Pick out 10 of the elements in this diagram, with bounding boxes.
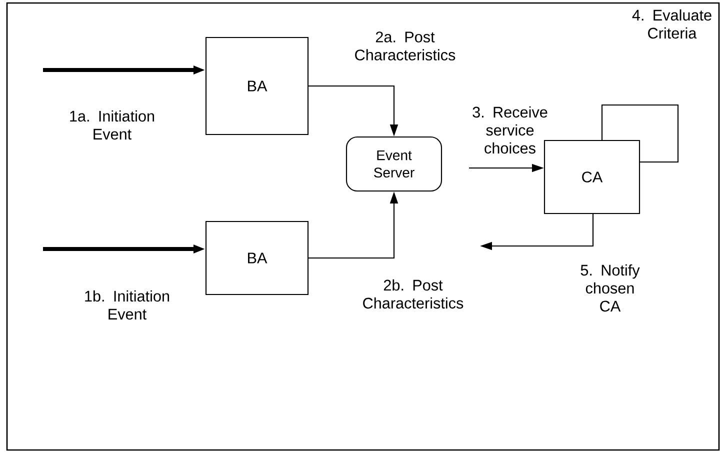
edge-label: 2a. Post Characteristics [355,32,456,60]
server-box: Event Server [346,136,442,192]
process-box: BA [205,220,309,296]
process-box: BA [205,36,309,136]
process-box: CA [544,140,640,214]
edge-label: 1b. Initiation Event [85,290,170,320]
edge-label: 2b. Post Characteristics [363,279,464,309]
edge-label: 4. Evaluate Criteria [632,9,712,39]
edge-label: 5. Notify chosen CA [580,264,640,312]
edge-label: 1a. Initiation Event [70,110,154,140]
